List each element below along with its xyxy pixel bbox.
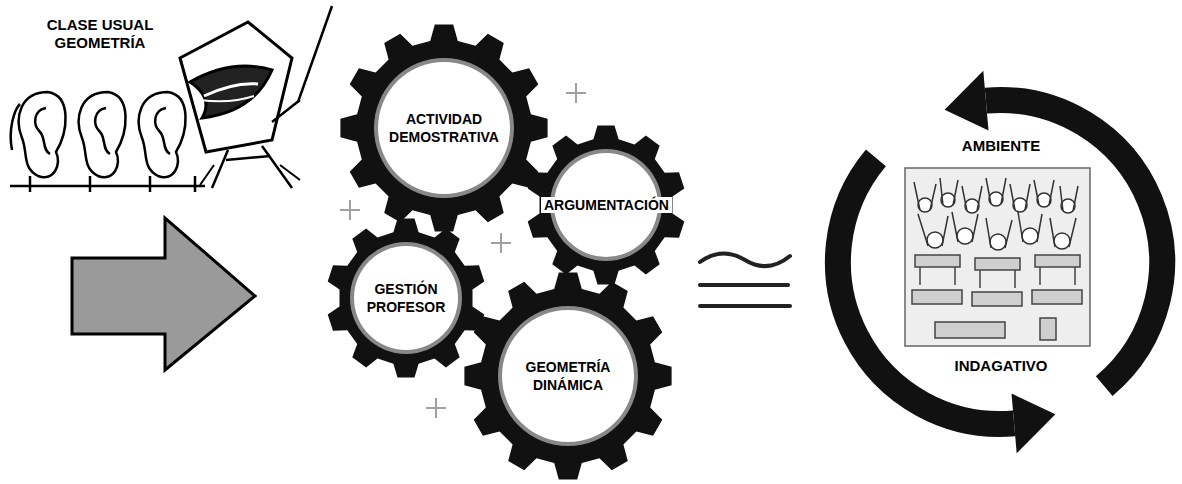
- ears-drawing: [10, 92, 205, 192]
- gear-node: GESTIÓN PROFESOR: [326, 218, 486, 378]
- gear-shape: [464, 272, 672, 480]
- gear-node: ARGUMENTACIÓN: [526, 125, 686, 285]
- gear-label: ARGUMENTACIÓN: [541, 197, 672, 213]
- cycle-node: AMBIENTE INDAGATIVO: [820, 55, 1182, 470]
- gear-shape: [326, 218, 486, 378]
- congruence-symbol: [700, 253, 790, 306]
- heading-label: CLASE USUAL GEOMETRÍA: [34, 16, 166, 52]
- gear-node: ACTIVIDAD DEMOSTRATIVA: [340, 24, 548, 232]
- cycle-label: AMBIENTE: [959, 137, 1043, 154]
- cycle-label: INDAGATIVO: [951, 357, 1050, 374]
- block-arrow: [72, 218, 255, 370]
- gear-label: ACTIVIDAD DEMOSTRATIVA: [386, 111, 502, 146]
- classroom-drawing: [905, 168, 1090, 346]
- cycle-arrows: [820, 55, 1182, 470]
- gear-node: GEOMETRÍA DINÁMICA: [464, 272, 672, 480]
- teacher-drawing: [180, 6, 332, 188]
- gear-label: GESTIÓN PROFESOR: [364, 281, 449, 316]
- gear-shape: [340, 24, 548, 232]
- gear-label: GEOMETRÍA DINÁMICA: [523, 359, 614, 394]
